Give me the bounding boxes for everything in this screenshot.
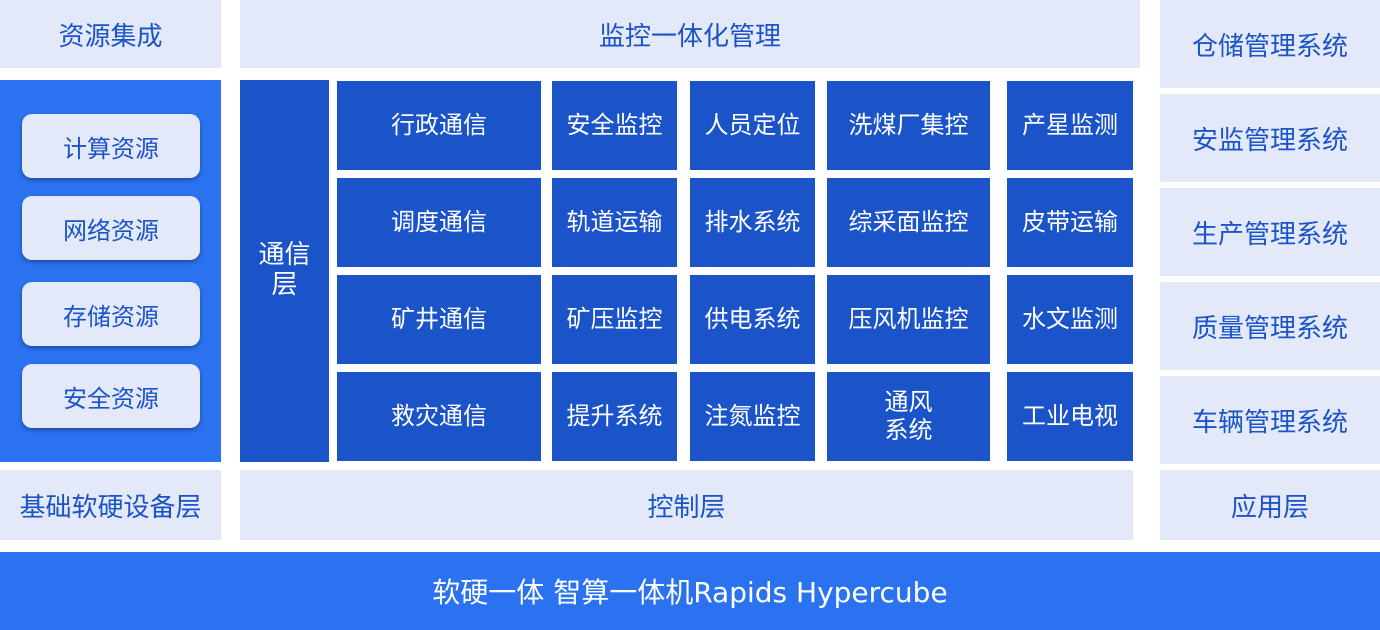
subsystem-cell: 综采面监控 xyxy=(827,178,990,267)
hypercube-banner: 软硬一体 智算一体机Rapids Hypercube xyxy=(0,552,1380,630)
system-vehicle: 车辆管理系统 xyxy=(1160,376,1380,464)
resource-item-security: 安全资源 xyxy=(22,364,200,428)
subsystem-cell: 通风 系统 xyxy=(827,372,990,461)
subsystem-cell: 工业电视 xyxy=(1007,372,1133,461)
system-production: 生产管理系统 xyxy=(1160,188,1380,276)
subsystem-cell: 行政通信 xyxy=(337,81,541,170)
subsystem-cell: 人员定位 xyxy=(690,81,815,170)
subsystem-cell: 压风机监控 xyxy=(827,275,990,364)
subsystem-cell: 提升系统 xyxy=(552,372,677,461)
subsystem-cell: 轨道运输 xyxy=(552,178,677,267)
monitoring-header: 监控一体化管理 xyxy=(240,0,1140,68)
resource-integration-header: 资源集成 xyxy=(0,0,221,68)
subsystem-cell: 水文监测 xyxy=(1007,275,1133,364)
subsystem-cell: 调度通信 xyxy=(337,178,541,267)
control-layer-label: 控制层 xyxy=(240,470,1133,540)
system-quality: 质量管理系统 xyxy=(1160,282,1380,370)
comm-layer-label: 通信层 xyxy=(240,80,329,462)
subsystem-cell: 矿压监控 xyxy=(552,275,677,364)
system-warehouse: 仓储管理系统 xyxy=(1160,0,1380,88)
subsystem-cell: 产星监测 xyxy=(1007,81,1133,170)
subsystem-cell: 矿井通信 xyxy=(337,275,541,364)
resource-item-network: 网络资源 xyxy=(22,196,200,260)
application-layer-label: 应用层 xyxy=(1160,470,1380,540)
subsystem-cell: 排水系统 xyxy=(690,178,815,267)
subsystem-cell: 安全监控 xyxy=(552,81,677,170)
subsystem-cell: 供电系统 xyxy=(690,275,815,364)
resource-item-compute: 计算资源 xyxy=(22,114,200,178)
subsystem-cell: 皮带运输 xyxy=(1007,178,1133,267)
system-safety: 安监管理系统 xyxy=(1160,94,1380,182)
hardware-layer-label: 基础软硬设备层 xyxy=(0,470,221,540)
subsystem-cell: 洗煤厂集控 xyxy=(827,81,990,170)
resource-item-storage: 存储资源 xyxy=(22,282,200,346)
subsystem-cell: 注氮监控 xyxy=(690,372,815,461)
subsystem-cell: 救灾通信 xyxy=(337,372,541,461)
